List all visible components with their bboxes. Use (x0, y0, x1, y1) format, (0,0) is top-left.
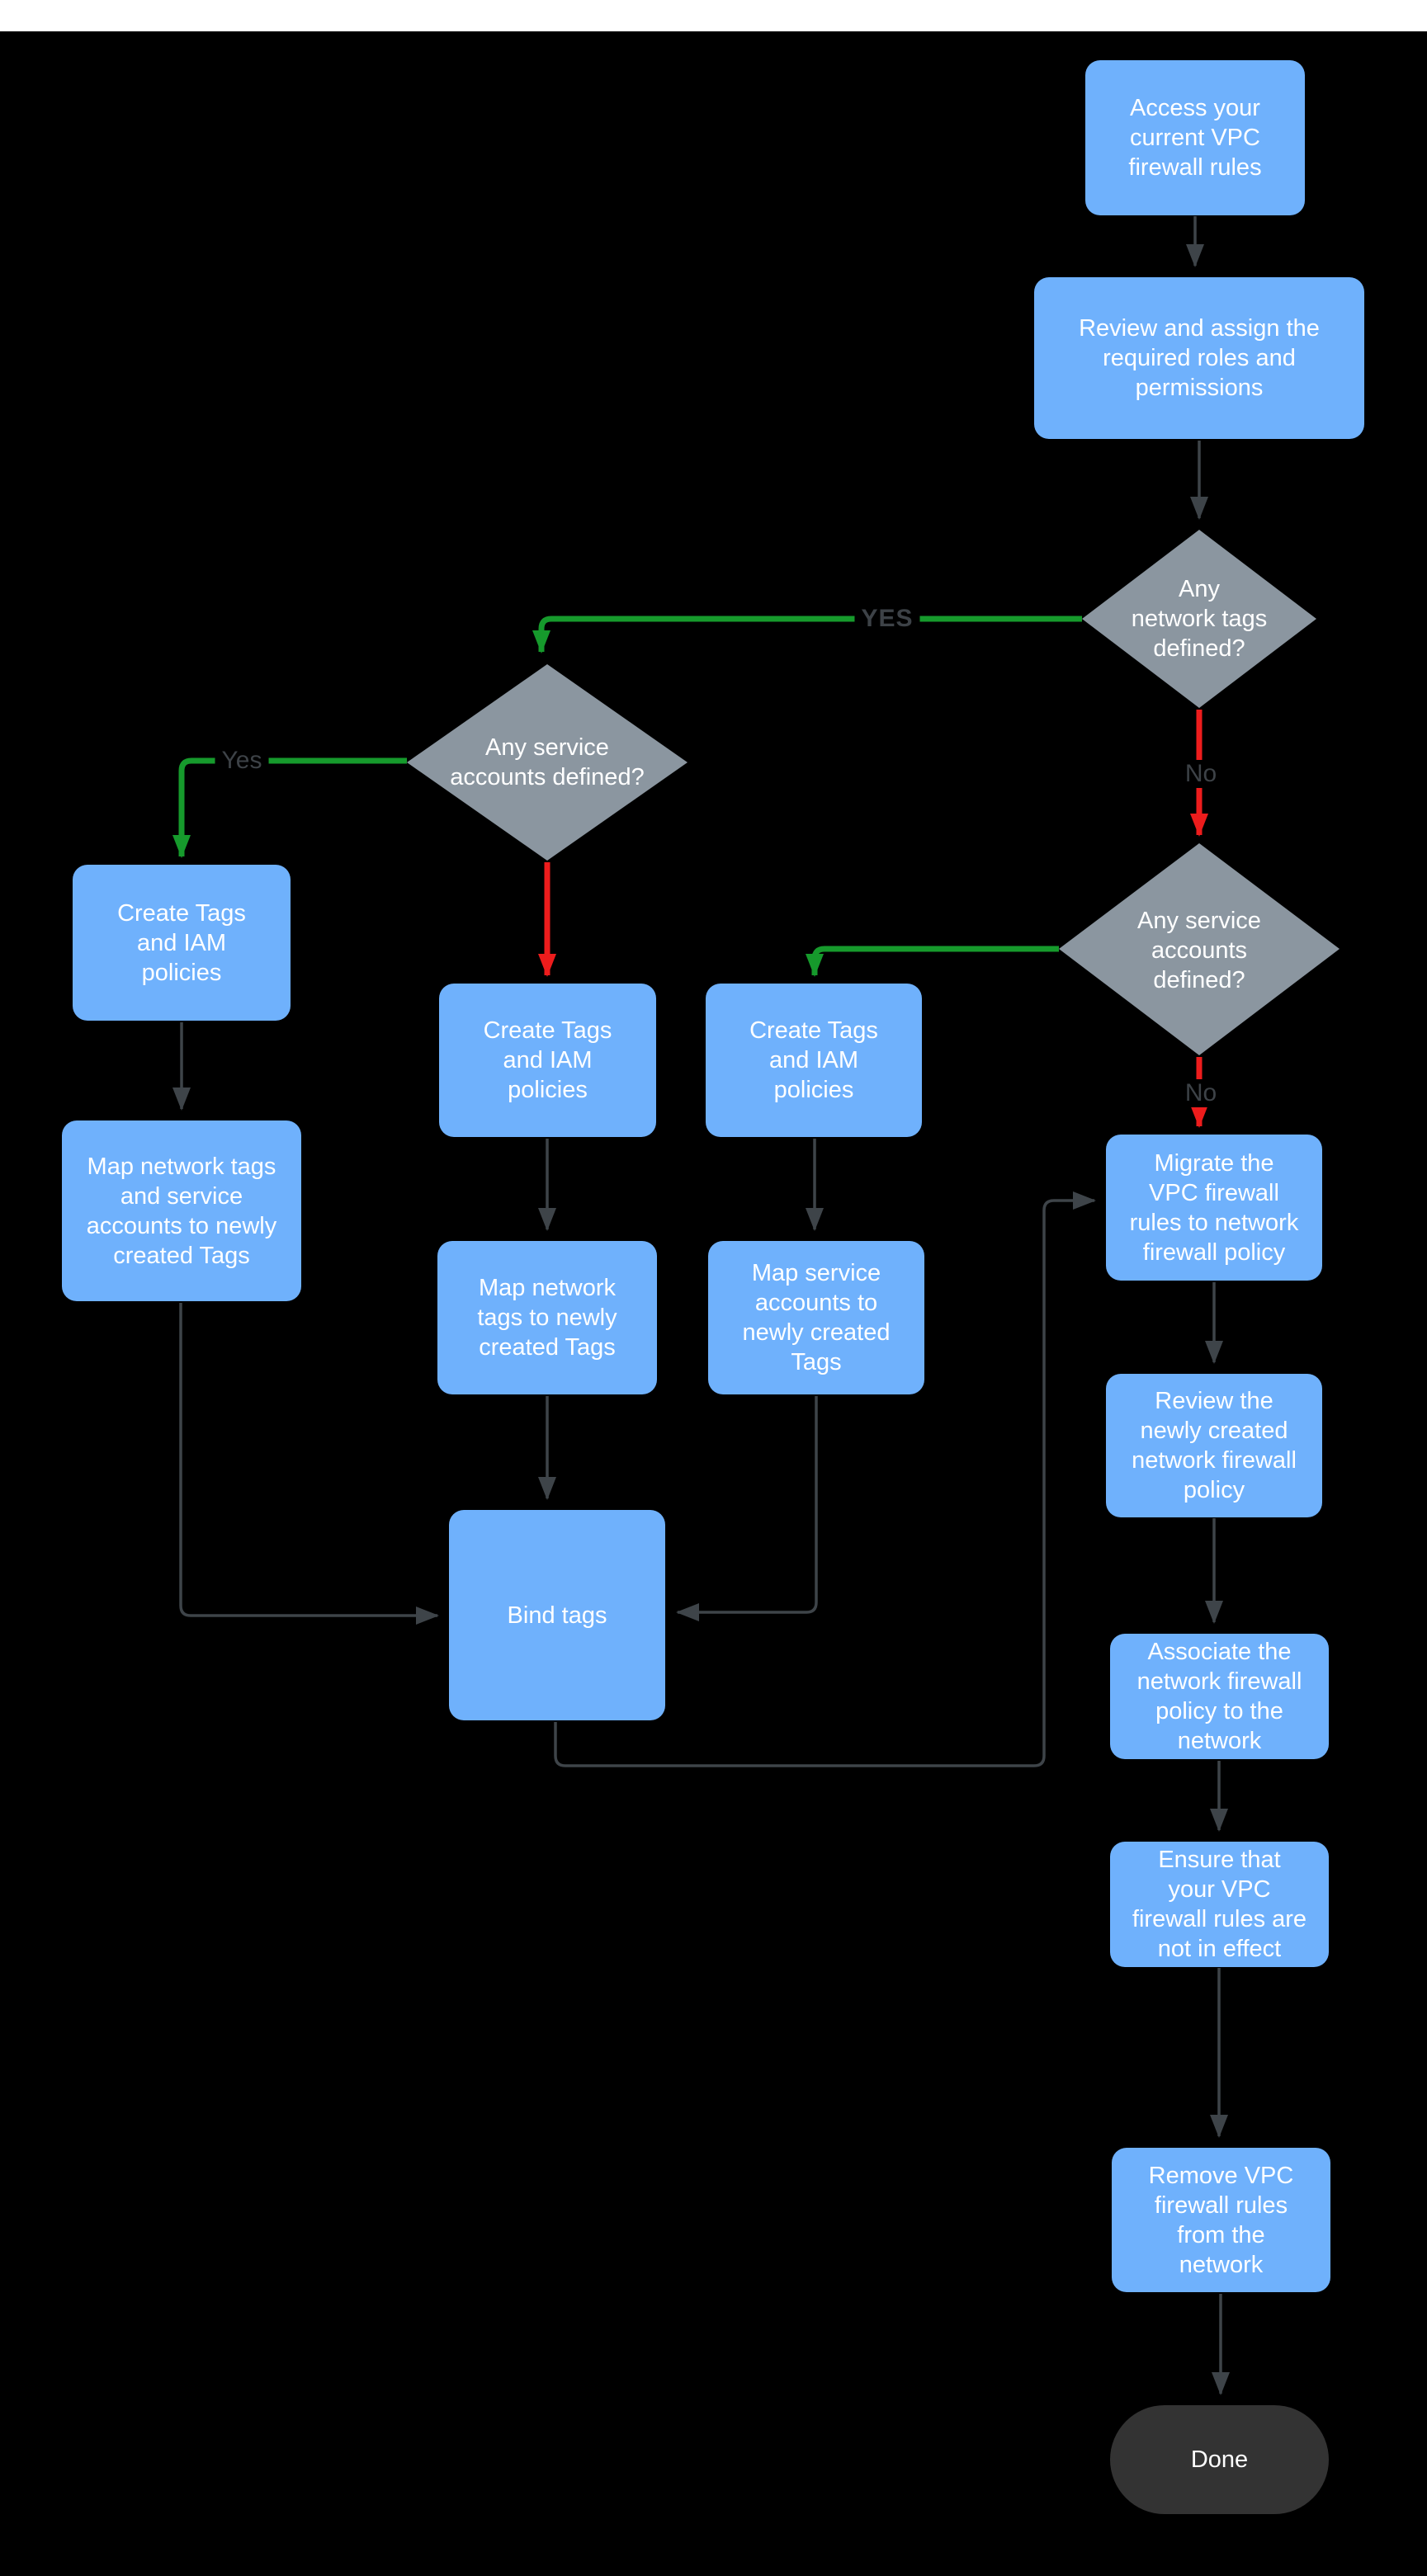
node-label: Associate the network firewall policy to… (1136, 1639, 1302, 1754)
edge-service-accounts-right-yes (806, 946, 1059, 977)
node-label: Review the newly created network firewal… (1132, 1388, 1297, 1503)
edge-map-service-to-bind (676, 1396, 818, 1621)
node-access-vpc-firewall-rules: Access your current VPC firewall rules (1085, 60, 1305, 215)
node-map-service-accounts: Map service accounts to newly created Ta… (708, 1241, 924, 1394)
node-associate-policy: Associate the network firewall policy to… (1110, 1634, 1329, 1759)
node-label: Create Tags and IAM policies (749, 1017, 878, 1103)
node-label: Review and assign the required roles and… (1079, 315, 1320, 401)
node-label: Bind tags (507, 1602, 607, 1629)
node-label: Ensure that your VPC firewall rules are … (1132, 1847, 1307, 1962)
node-label: Map network tags to newly created Tags (477, 1275, 617, 1361)
node-create-tags-right: Create Tags and IAM policies (706, 984, 922, 1137)
edge-label-yes-service-accounts: Yes (215, 747, 269, 775)
node-bind-tags: Bind tags (449, 1510, 665, 1720)
node-migrate-rules: Migrate the VPC firewall rules to networ… (1106, 1135, 1322, 1281)
node-label: Remove VPC firewall rules from the netwo… (1148, 2162, 1294, 2278)
decision-network-tags-label: Any network tags defined? (1131, 576, 1268, 662)
node-label: Create Tags and IAM policies (483, 1017, 612, 1103)
node-label: Migrate the VPC firewall rules to networ… (1129, 1149, 1299, 1266)
edge-label-no-network-tags: No (1178, 760, 1224, 788)
node-label: Create Tags and IAM policies (117, 899, 246, 986)
node-label: Map network tags and service accounts to… (86, 1153, 277, 1269)
edge-label-yes-network-tags: YES (854, 605, 920, 633)
decision-diamonds (407, 530, 1340, 1055)
decision-service-accounts-left-label: Any service accounts defined? (450, 734, 645, 790)
node-create-tags-middle: Create Tags and IAM policies (439, 984, 656, 1137)
node-map-tags-and-service-accounts: Map network tags and service accounts to… (62, 1121, 301, 1301)
decision-network-tags-diamond (1082, 530, 1316, 708)
node-map-network-tags: Map network tags to newly created Tags (437, 1241, 657, 1394)
edge-bind-to-migrate (554, 1191, 1096, 1767)
decision-service-accounts-right-label: Any service accounts defined? (1137, 908, 1261, 993)
node-label: Map service accounts to newly created Ta… (742, 1260, 891, 1375)
node-label: Done (1190, 2446, 1249, 2473)
edge-map-left-to-bind (179, 1303, 439, 1625)
node-review-roles-permissions: Review and assign the required roles and… (1034, 277, 1364, 439)
decision-service-accounts-right-diamond (1059, 843, 1340, 1055)
edge-label-no-service-accounts: No (1178, 1079, 1224, 1107)
gray-edges (172, 216, 1230, 2395)
node-done: Done (1110, 2405, 1329, 2514)
node-remove-vpc-rules: Remove VPC firewall rules from the netwo… (1112, 2148, 1330, 2292)
node-label: Access your current VPC firewall rules (1128, 95, 1262, 181)
yes-edges (172, 616, 1082, 977)
decision-service-accounts-left-diamond (407, 664, 688, 861)
top-white-bar (0, 0, 1427, 31)
node-ensure-rules-not-in-effect: Ensure that your VPC firewall rules are … (1110, 1842, 1329, 1967)
node-review-policy: Review the newly created network firewal… (1106, 1374, 1322, 1517)
edge-network-tags-yes (532, 616, 1082, 653)
edge-service-accounts-left-yes (172, 757, 407, 858)
node-create-tags-left: Create Tags and IAM policies (73, 865, 291, 1021)
